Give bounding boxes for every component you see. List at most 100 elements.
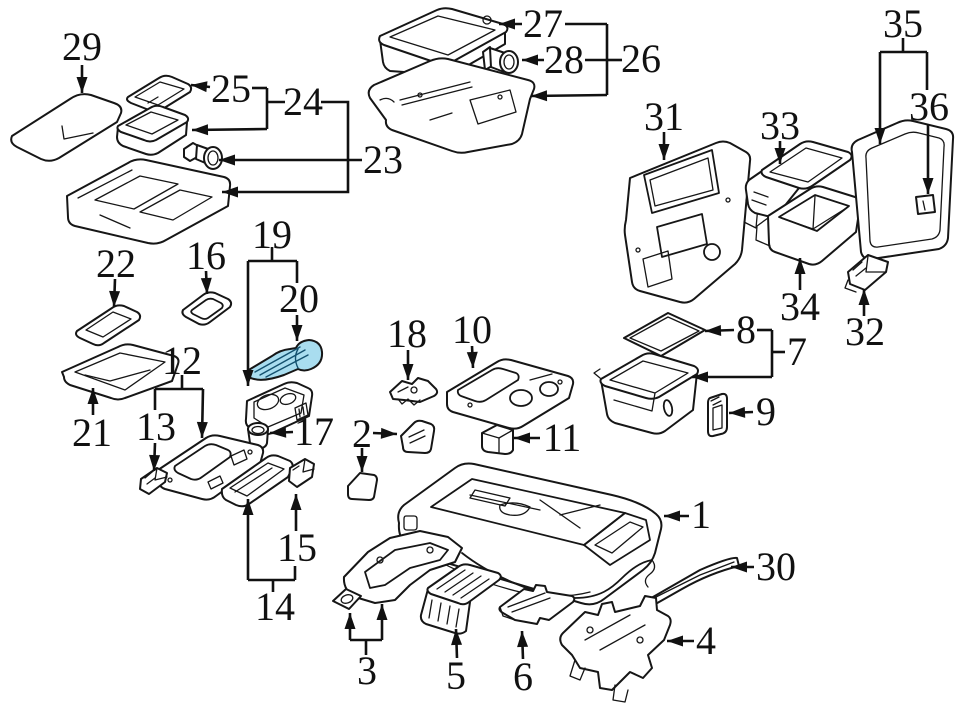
callout-35: 35 [883,1,923,46]
callout-21: 21 [72,410,112,455]
callout-32: 32 [845,309,885,354]
part-6-rail-drawing [498,584,576,625]
arrowhead-20 [291,325,303,341]
callout-5: 5 [446,653,466,698]
part-11-switch-blank-drawing [481,424,514,455]
callout-9: 9 [756,389,776,434]
arrowhead-32 [858,289,870,305]
callout-23: 23 [363,137,403,182]
part-4-bracket-drawing [559,595,672,703]
callout-22: 22 [96,241,136,286]
callout-2: 2 [352,411,372,456]
part-23-lighter-drawing [183,142,223,170]
arrowhead-8 [705,324,722,336]
part-10-top-panel-drawing [446,358,575,430]
callout-7: 7 [787,329,807,374]
part-19-cupholder-drawing [244,381,314,436]
arrowhead-25-arrow [191,81,208,93]
callout-18: 18 [387,311,427,356]
part-9-grommet-drawing [707,392,728,438]
callout-4: 4 [696,618,716,663]
callout-19: 19 [252,212,292,257]
arrowhead-1 [664,510,680,522]
callout-25: 25 [211,66,251,111]
arrowhead-9 [729,406,746,418]
callout-13: 13 [136,404,176,449]
arrowhead-2-right [380,427,397,439]
callout-30: 30 [756,544,796,589]
callout-16: 16 [186,233,226,278]
part-2-flat-panel-drawing [347,472,378,501]
callout-12: 12 [162,338,202,383]
part-22-tray-drawing [75,304,142,347]
part-18-bracket-drawing [389,377,439,406]
callout-3: 3 [357,648,377,693]
part-25-tray-drawing [126,74,193,113]
part-16-gasket-drawing [181,291,233,326]
part-2-side-panel-drawing [400,419,436,454]
callout-34: 34 [780,284,820,329]
arrowhead-2-down [356,456,368,472]
part-15-bracket-drawing [288,458,315,488]
part-20-insert-drawing-highlighted [245,339,324,381]
arrowhead-16 [200,277,212,294]
callout-1: 1 [691,492,711,537]
part-3-frame-drawing [342,530,463,604]
arrowhead-26-arm [531,90,548,102]
arrowhead-35-left [874,128,886,144]
arrowhead-6 [517,631,529,648]
harness-cable-drawing [461,552,656,599]
arrowhead-23 [219,154,235,166]
arrowhead-4 [667,635,683,647]
arrowhead-22 [109,290,121,307]
arrowhead-34 [794,258,806,274]
callout-17: 17 [294,409,334,454]
part-24-tray-drawing [116,104,190,156]
callout-24: 24 [283,79,323,124]
arrowhead-14-left [242,499,254,515]
arrowhead-29 [76,77,88,93]
part-36-clip-drawing [915,194,936,215]
arrowhead-12-right [196,421,208,438]
arrowhead-3-right [376,604,388,620]
arrowhead-11 [514,432,530,444]
arrowhead-21 [87,388,99,404]
part-7-bin-drawing [593,352,699,435]
callout-14: 14 [255,584,295,629]
callout-8: 8 [736,307,756,352]
part-31-rear-panel-drawing [623,140,759,304]
arrowhead-27 [499,18,515,30]
arrowhead-36 [922,178,934,194]
callout-27: 27 [523,1,563,46]
arrowhead-3-left [344,613,356,629]
callout-11: 11 [542,415,582,460]
callout-26: 26 [621,36,661,81]
part-13-corner-drawing [139,467,168,495]
arrowhead-10 [466,351,478,368]
part-23-console-tray-drawing [66,158,232,245]
part-34-bin-drawing [755,185,862,266]
callout-31: 31 [644,94,684,139]
part-14-cover-drawing [220,454,294,508]
callout-36: 36 [909,84,949,129]
arrowhead-17 [270,426,287,438]
callout-15: 15 [277,525,317,570]
part-29-lid-drawing [10,93,123,162]
part-32-clip-drawing [844,254,889,293]
part-3-clip-drawing [332,588,362,610]
arrowhead-24-right [222,186,238,198]
arrowhead-19-left [242,370,254,386]
arrowhead-15 [290,494,302,510]
part-21-tray-drawing [61,343,180,401]
part-5-vent-drawing [419,563,502,635]
part-28-socket-drawing [482,46,519,74]
callout-33: 33 [760,103,800,148]
arrowhead-7-arm [692,371,708,383]
callout-29: 29 [62,24,102,69]
part-33-tray-drawing [744,140,853,219]
arrowhead-28 [522,54,538,66]
callout-20: 20 [279,276,319,321]
